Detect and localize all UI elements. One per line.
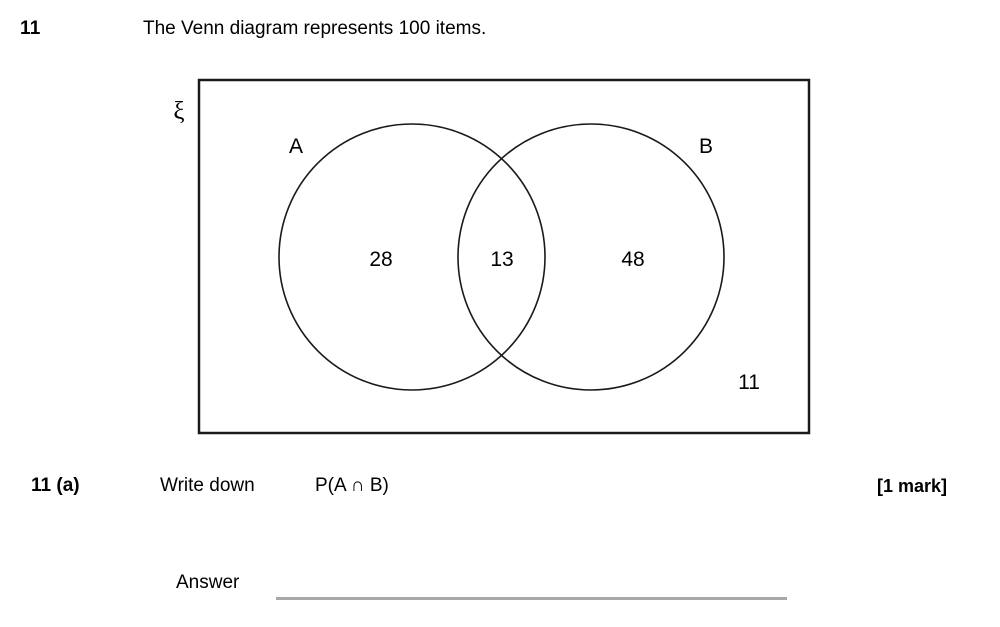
- region-b-only-value: 48: [621, 248, 644, 271]
- answer-input-line[interactable]: [276, 597, 787, 600]
- question-stem-text: The Venn diagram represents 100 items.: [143, 18, 487, 39]
- region-outside-value: 11: [738, 371, 760, 394]
- part-a-marks: [1 mark]: [877, 476, 948, 496]
- set-b-label: B: [699, 135, 713, 158]
- universal-set-symbol: ξ: [173, 98, 184, 125]
- set-b-circle: [457, 123, 725, 391]
- part-a-prompt: Write down: [160, 475, 255, 496]
- universal-set-rectangle: [197, 78, 811, 435]
- answer-label: Answer: [176, 572, 240, 593]
- region-intersection-value: 13: [490, 248, 513, 271]
- set-a-label: A: [289, 135, 303, 158]
- part-a-expression: P(A ∩ B): [315, 475, 389, 496]
- question-number: 11: [20, 18, 41, 39]
- part-a-number: 11 (a): [31, 475, 80, 496]
- venn-diagram: ξ A B 28 13 48 11: [160, 70, 840, 445]
- set-a-circle: [278, 123, 546, 391]
- region-a-only-value: 28: [369, 248, 392, 271]
- venn-diagram-svg: ξ A B 28 13 48 11: [173, 78, 811, 435]
